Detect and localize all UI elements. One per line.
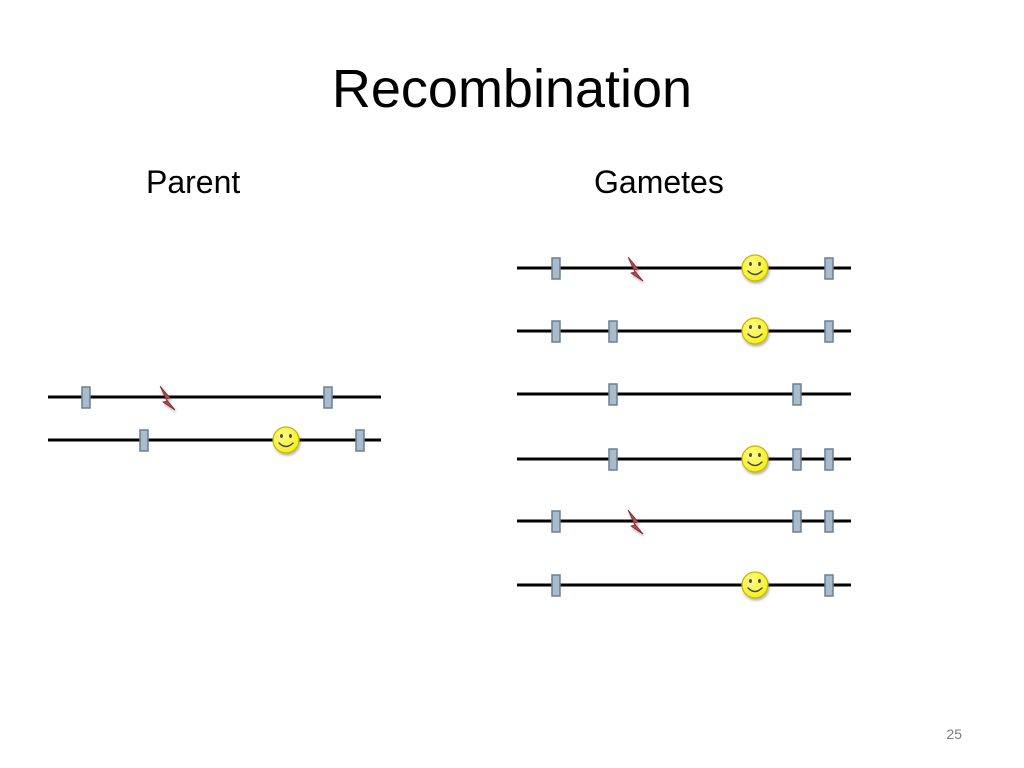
page-number: 25: [946, 726, 962, 742]
parent-label: Parent: [146, 164, 241, 200]
smiley-face-icon: [741, 571, 769, 599]
gene-marker-icon: [824, 510, 834, 533]
gene-marker-icon: [824, 257, 834, 280]
gene-marker-icon: [139, 429, 149, 452]
lightning-bolt-icon: [627, 256, 644, 282]
smiley-face-icon: [741, 254, 769, 282]
smiley-face-icon: [741, 445, 769, 473]
gene-marker-icon: [608, 448, 618, 471]
gene-marker-icon: [824, 320, 834, 343]
gene-marker-icon: [551, 574, 561, 597]
gene-marker-icon: [323, 386, 333, 409]
gene-marker-icon: [608, 383, 618, 406]
smiley-face-icon: [741, 317, 769, 345]
gamete-chromosome-3: [517, 383, 851, 406]
gamete-chromosome-2: [517, 317, 851, 345]
gametes-label: Gametes: [594, 164, 724, 200]
gene-marker-icon: [355, 429, 365, 452]
slide-title: Recombination: [331, 59, 693, 119]
gene-marker-icon: [551, 510, 561, 533]
gene-marker-icon: [551, 257, 561, 280]
gene-marker-icon: [81, 386, 91, 409]
gamete-chromosome-4: [517, 445, 851, 473]
gene-marker-icon: [551, 320, 561, 343]
parent-chromosome-2: [48, 426, 381, 454]
gene-marker-icon: [792, 448, 802, 471]
gene-marker-icon: [792, 383, 802, 406]
gene-marker-icon: [824, 448, 834, 471]
parent-chromosome-1: [48, 385, 381, 411]
gamete-chromosome-6: [517, 571, 851, 599]
gamete-chromosome-5: [517, 509, 851, 535]
gene-marker-icon: [608, 320, 618, 343]
gamete-chromosome-1: [517, 254, 851, 282]
gene-marker-icon: [792, 510, 802, 533]
lightning-bolt-icon: [159, 385, 176, 411]
smiley-face-icon: [272, 426, 300, 454]
lightning-bolt-icon: [627, 509, 644, 535]
gene-marker-icon: [824, 574, 834, 597]
